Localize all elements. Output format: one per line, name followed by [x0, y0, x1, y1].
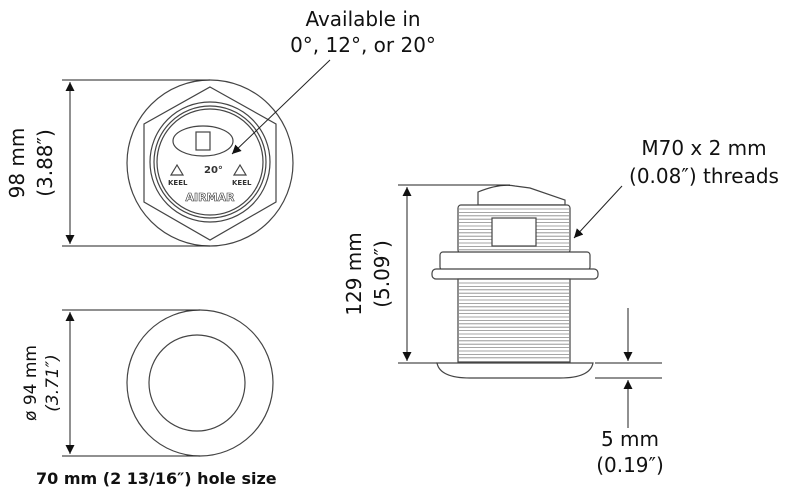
bottom-dia-mm: ø 94 mm [21, 345, 41, 421]
logo-keel-left: KEEL [168, 179, 188, 187]
logo-angle: 20° [204, 165, 223, 176]
angle-leader-arrow [231, 59, 331, 155]
side-view [431, 184, 599, 379]
thread-leader-arrow [573, 185, 623, 239]
angle-callout-line1: Available in [305, 7, 420, 31]
top-view: KEEL KEEL 20° AIRMAR [126, 79, 294, 247]
airmar-logo: KEEL KEEL 20° AIRMAR [168, 125, 252, 204]
lip-mm: 5 mm [601, 427, 659, 451]
logo-keel-right: KEEL [232, 179, 252, 187]
hole-size-label: 70 mm (2 13/16″) hole size [36, 469, 277, 488]
thread-callout-line2: (0.08″) threads [629, 164, 779, 188]
bottom-view [126, 309, 274, 457]
top-height-in: (3.88″) [33, 129, 57, 197]
thread-callout-line1: M70 x 2 mm [641, 136, 766, 160]
logo-brand: AIRMAR [185, 191, 235, 204]
angle-callout-line2: 0°, 12°, or 20° [290, 33, 436, 57]
bottom-dia-in: (3.71″) [43, 354, 63, 411]
lip-in: (0.19″) [596, 453, 664, 477]
side-height-in: (5.09″) [370, 240, 394, 308]
side-height-mm: 129 mm [342, 232, 366, 316]
top-height-mm: 98 mm [5, 128, 29, 199]
